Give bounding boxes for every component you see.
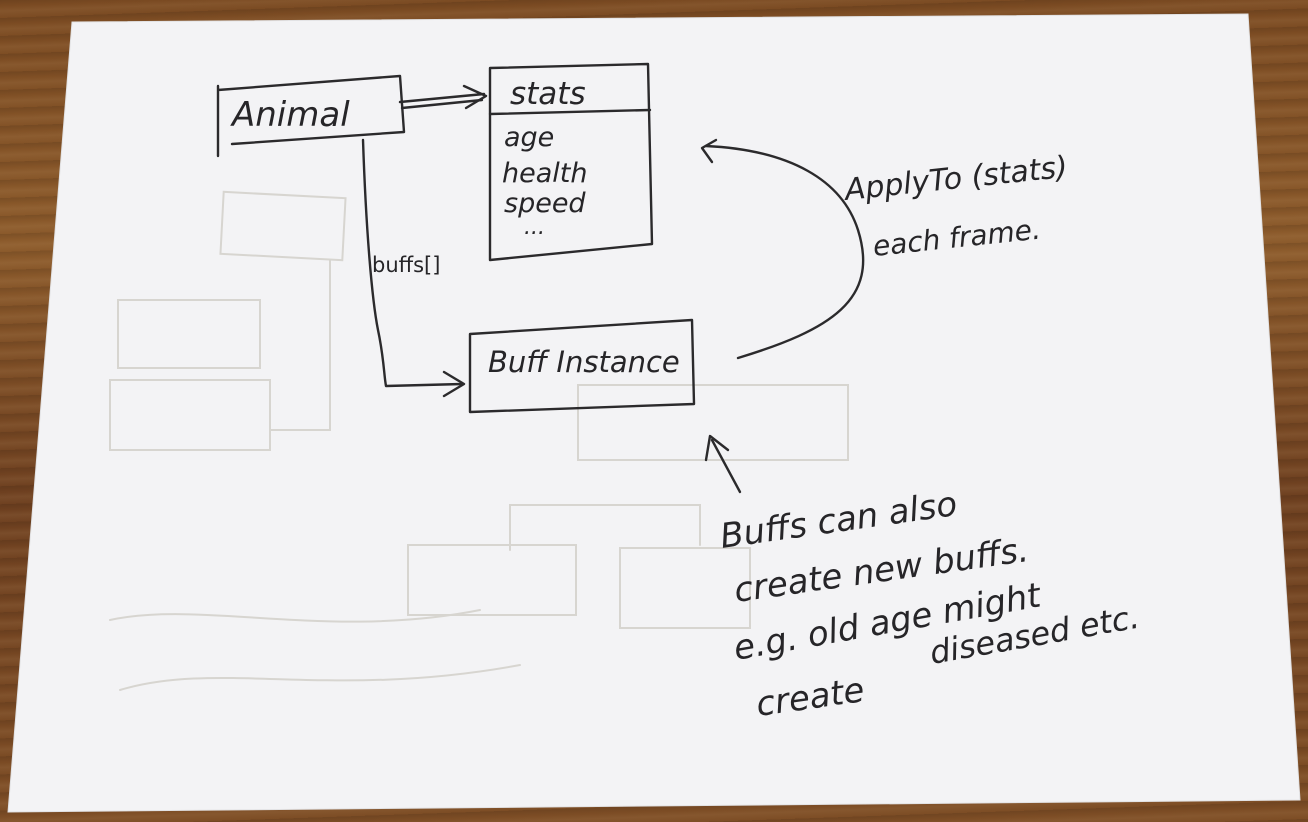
ghost-box-2 (117, 299, 261, 369)
ghost-line-1 (269, 259, 331, 431)
buff-instance-node: Buff Instance (468, 318, 696, 414)
ghost-scribble-1 (119, 664, 521, 691)
animal-box (216, 74, 406, 158)
buffs-arrow-shaft (361, 138, 464, 388)
stats-field-speed: speed (504, 188, 586, 219)
apply-arrow-curve (704, 144, 865, 360)
animal-to-stats-arrow (398, 84, 488, 110)
animal-node: Animal (216, 74, 406, 158)
animal-to-buff-arrow: buffs[] (361, 138, 466, 398)
apply-arrow-head (700, 138, 718, 164)
ghost-box-1 (219, 190, 347, 262)
paper (8, 14, 1300, 812)
note-arrow (704, 434, 742, 494)
ghost-box-5 (407, 544, 577, 616)
paper-edge (7, 13, 1301, 813)
ghost-scribble-2 (109, 609, 481, 623)
arrow-head (462, 84, 488, 110)
arrow-shaft-double (400, 98, 484, 110)
note-arrow-shaft (710, 438, 742, 494)
note-arrow-head (704, 434, 730, 462)
ghost-box-6 (619, 547, 751, 629)
show-through-ghost-sketch (109, 190, 849, 691)
ghost-box-3 (109, 379, 271, 451)
stats-field-more: ... (524, 215, 545, 240)
buff-instance-box (468, 318, 696, 414)
stats-box (488, 62, 654, 262)
ghost-box-4 (577, 384, 849, 461)
buff-instance-label: Buff Instance (488, 345, 680, 379)
buffs-edge-label: buffs[] (372, 253, 440, 277)
arrow-shaft (398, 92, 486, 104)
stats-field-age: age (504, 122, 554, 153)
apply-to-arrow (700, 138, 865, 360)
stats-header-divider (488, 108, 652, 116)
stats-header: stats (510, 76, 586, 112)
stats-field-health: health (502, 158, 587, 189)
ghost-line-2 (509, 504, 701, 551)
stats-node: stats age health speed ... (488, 62, 654, 262)
buffs-arrow-head (442, 370, 466, 398)
animal-label: Animal (230, 95, 350, 135)
